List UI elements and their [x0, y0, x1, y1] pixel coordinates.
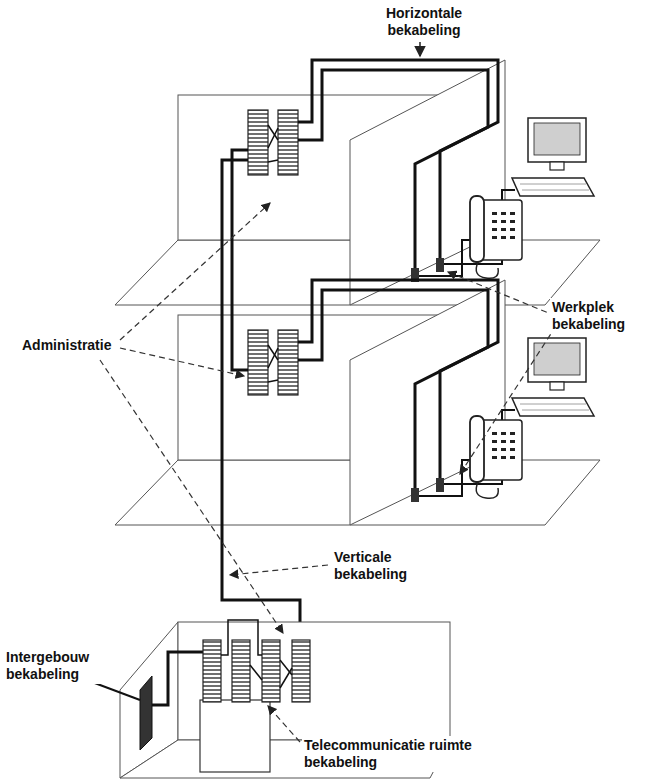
callout-label: Verticale bekabeling	[332, 548, 432, 584]
callout-label: Werkplek bekabeling	[550, 298, 642, 334]
callout-label: Administratie	[20, 336, 113, 355]
callout-label: Intergebouw bekabeling	[4, 648, 108, 684]
callout-label: Horizontale bekabeling	[372, 4, 476, 40]
callout-label: Telecommunicatie ruimte bekabeling	[302, 736, 506, 772]
